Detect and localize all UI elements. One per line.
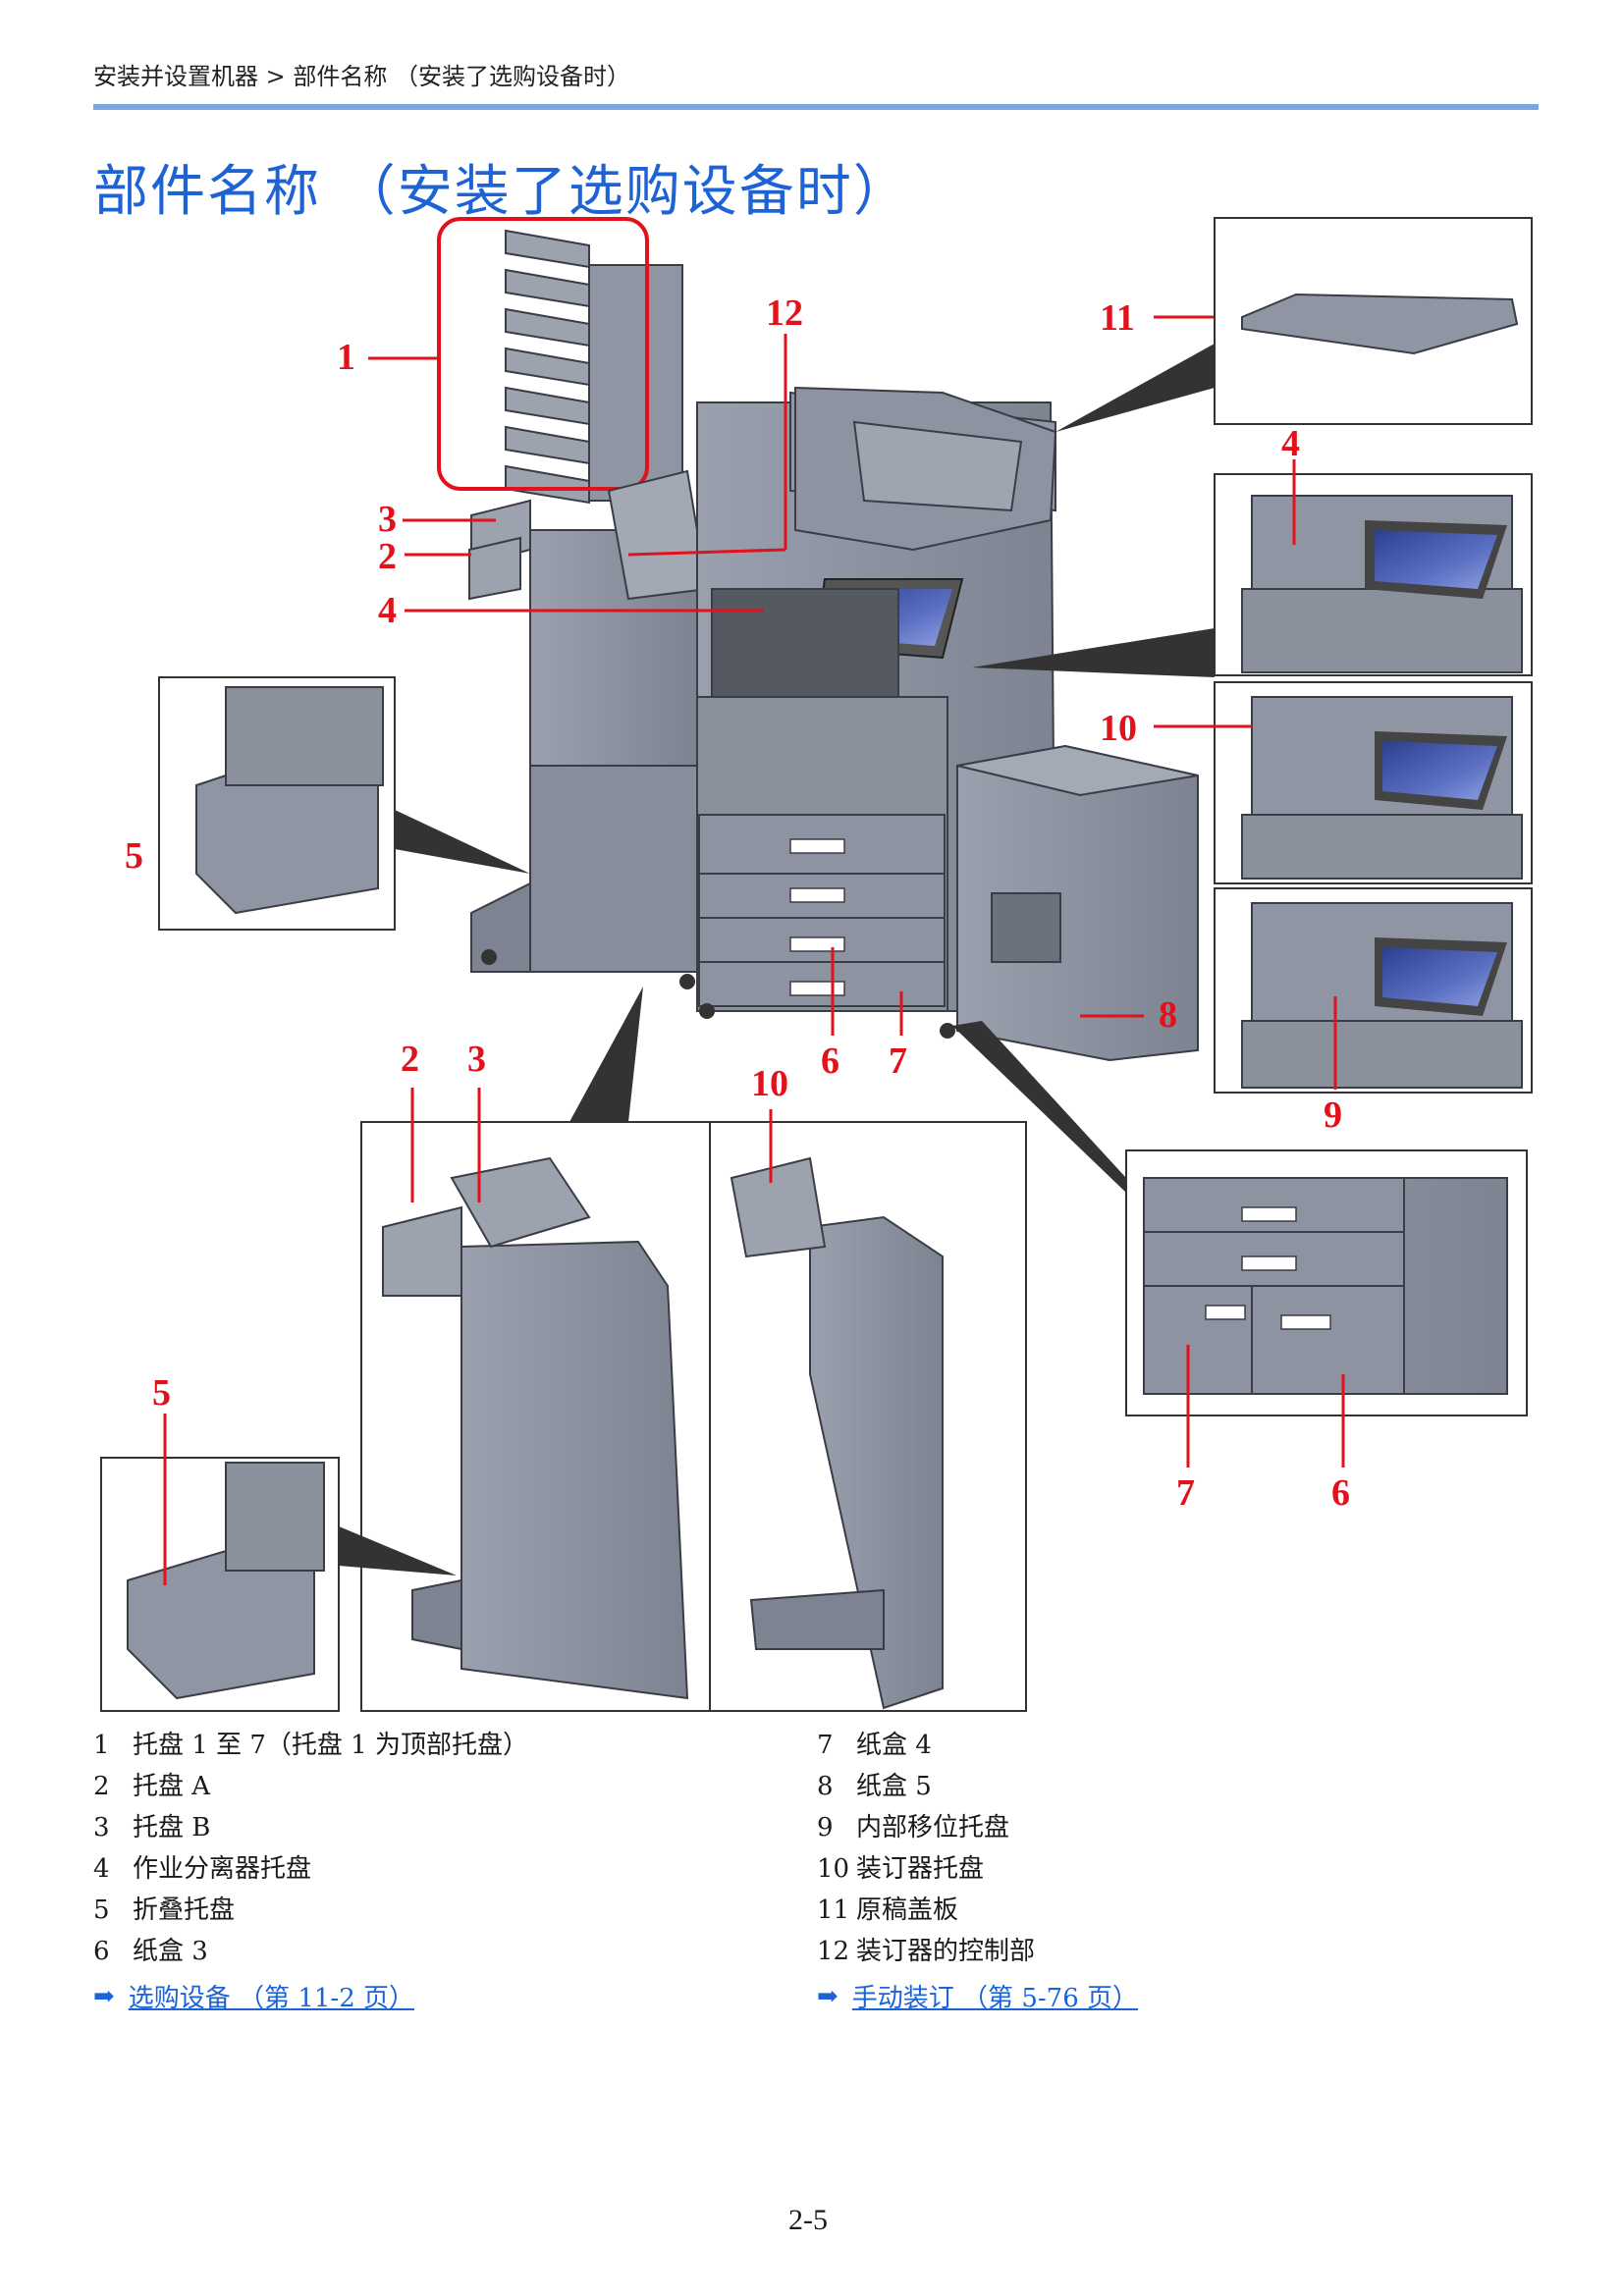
legend-number: 12 <box>817 1937 850 1966</box>
legend-item: 7 纸盒 4 <box>817 1725 1035 1766</box>
printer-parts-illustration <box>100 217 1533 1712</box>
inset-finisher-a <box>360 987 711 1712</box>
legend-number: 6 <box>93 1937 110 1966</box>
arrow-right-icon: ➡ <box>93 1981 115 2011</box>
callout-10-bottom: 10 <box>751 1063 788 1104</box>
breadcrumb: 安装并设置机器 > 部件名称 （安装了选购设备时） <box>93 63 630 90</box>
callout-7-bottom: 7 <box>1176 1472 1195 1514</box>
legend-text: 作业分离器托盘 <box>133 1854 312 1884</box>
legend-number: 4 <box>93 1854 110 1884</box>
ref-right: ➡ 手动装订 （第 5-76 页） <box>817 1978 1138 2014</box>
legend-text: 装订器托盘 <box>856 1854 985 1884</box>
inset-original-cover <box>1055 217 1533 432</box>
inset-job-separator <box>972 459 1533 677</box>
legend-text: 折叠托盘 <box>133 1896 236 1925</box>
legend-item: 2 托盘 A <box>93 1766 528 1807</box>
legend-number: 11 <box>817 1896 850 1925</box>
legend-item: 4 作业分离器托盘 <box>93 1848 528 1890</box>
link-manual-stapling[interactable]: 手动装订 （第 5-76 页） <box>851 1984 1139 2013</box>
legend-item: 5 折叠托盘 <box>93 1890 528 1931</box>
callout-6-bottom: 6 <box>1331 1472 1350 1514</box>
legend-text: 内部移位托盘 <box>856 1813 1010 1842</box>
legend-item: 8 纸盒 5 <box>817 1766 1035 1807</box>
legend-text: 纸盒 4 <box>856 1731 932 1760</box>
main-body <box>696 386 1199 1062</box>
legend-number: 3 <box>93 1813 110 1842</box>
legend-item: 1 托盘 1 至 7（托盘 1 为顶部托盘） <box>93 1725 528 1766</box>
legend-text: 纸盒 5 <box>856 1772 932 1801</box>
legend-number: 7 <box>817 1731 834 1760</box>
legend-text: 原稿盖板 <box>856 1896 959 1925</box>
legend-number: 5 <box>93 1896 110 1925</box>
ref-left: ➡ 选购设备 （第 11-2 页） <box>93 1978 414 2014</box>
callout-5-bottom: 5 <box>152 1372 171 1414</box>
page-number: 2-5 <box>788 2204 828 2236</box>
link-optional-equipment[interactable]: 选购设备 （第 11-2 页） <box>128 1984 415 2013</box>
legend-text: 纸盒 3 <box>133 1937 208 1966</box>
callout-2-bottom: 2 <box>401 1039 419 1080</box>
callout-1: 1 <box>337 337 355 378</box>
callout-9: 9 <box>1324 1095 1342 1136</box>
legend-left: 1 托盘 1 至 7（托盘 1 为顶部托盘） 2 托盘 A 3 托盘 B 4 作业分离器托盘 5… <box>93 1725 528 1972</box>
inset-folding-tray-top <box>158 676 530 931</box>
legend-number: 10 <box>817 1854 850 1884</box>
legend-number: 2 <box>93 1772 110 1801</box>
inset-stapler-tray <box>1154 681 1533 884</box>
legend-text: 装订器的控制部 <box>856 1937 1036 1966</box>
callout-3-bottom: 3 <box>467 1039 486 1080</box>
arrow-right-icon: ➡ <box>817 1981 839 2011</box>
callout-12: 12 <box>766 293 803 334</box>
legend-item: 6 纸盒 3 <box>93 1931 528 1972</box>
legend-item: 3 托盘 B <box>93 1807 528 1848</box>
legend-text: 托盘 1 至 7（托盘 1 为顶部托盘） <box>133 1731 528 1760</box>
inset-paper-cassettes <box>952 1021 1528 1468</box>
callout-10: 10 <box>1100 708 1137 749</box>
inset-finisher-b <box>709 1109 1027 1712</box>
legend-number: 9 <box>817 1813 834 1842</box>
finisher-unit <box>437 217 709 989</box>
header-rule <box>93 104 1539 110</box>
callout-6: 6 <box>821 1041 839 1082</box>
inset-inner-shift-tray <box>1214 887 1533 1094</box>
callout-8: 8 <box>1159 994 1177 1036</box>
legend-text: 托盘 A <box>133 1772 211 1801</box>
legend-item: 9 内部移位托盘 <box>817 1807 1035 1848</box>
callout-4-inset: 4 <box>1281 423 1300 464</box>
inset-folding-tray-bottom <box>100 1414 457 1712</box>
callout-7: 7 <box>889 1041 907 1082</box>
callout-3: 3 <box>378 499 397 540</box>
callout-2: 2 <box>378 536 397 577</box>
callout-4: 4 <box>378 590 397 631</box>
page-title: 部件名称 （安装了选购设备时） <box>93 160 910 224</box>
callout-5: 5 <box>125 835 143 877</box>
legend-text: 托盘 B <box>133 1813 211 1842</box>
legend-number: 1 <box>93 1731 110 1760</box>
legend-number: 8 <box>817 1772 834 1801</box>
callout-11: 11 <box>1100 297 1135 339</box>
